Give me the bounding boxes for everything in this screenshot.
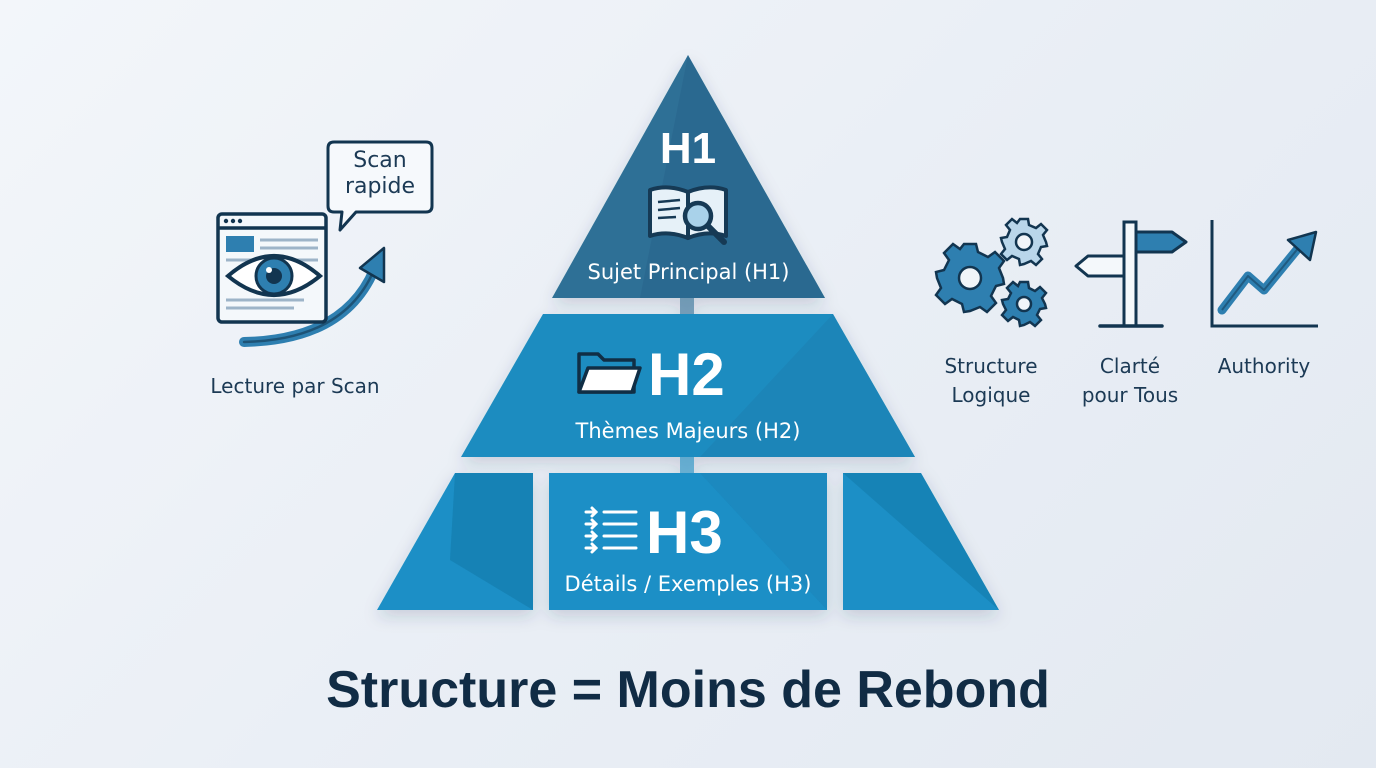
book-magnifier-icon	[646, 180, 732, 246]
structure-logique-label: Structure Logique	[920, 352, 1062, 410]
list-arrows-icon	[584, 506, 640, 554]
h1-caption: Sujet Principal (H1)	[587, 260, 790, 284]
clarte-label: Clarté pour Tous	[1060, 352, 1200, 410]
clarte-line1: Clarté	[1099, 354, 1161, 378]
speech-bubble-line2: rapide	[344, 174, 416, 199]
footer-headline: Structure = Moins de Rebond	[326, 661, 1050, 719]
structure-logique-line2: Logique	[951, 383, 1031, 407]
folder-icon	[576, 346, 642, 398]
speech-bubble-line1: Scan	[353, 148, 407, 173]
speech-bubble-icon	[326, 138, 436, 234]
growth-chart-icon	[1208, 216, 1324, 330]
gears-icon	[934, 216, 1054, 332]
clarte-line2: pour Tous	[1081, 383, 1179, 407]
authority-line1: Authority	[1217, 354, 1311, 378]
authority-label: Authority	[1196, 352, 1332, 381]
h1-title: H1	[659, 124, 717, 173]
h2-caption: Thèmes Majeurs (H2)	[575, 419, 801, 443]
structure-logique-line1: Structure	[944, 354, 1038, 378]
h2-title: H2	[648, 341, 725, 408]
scan-reading-label: Lecture par Scan	[210, 374, 380, 398]
signpost-icon	[1072, 218, 1192, 330]
h3-title: H3	[646, 499, 723, 566]
h3-caption: Détails / Exemples (H3)	[564, 572, 812, 596]
browser-eye-icon	[214, 210, 390, 356]
